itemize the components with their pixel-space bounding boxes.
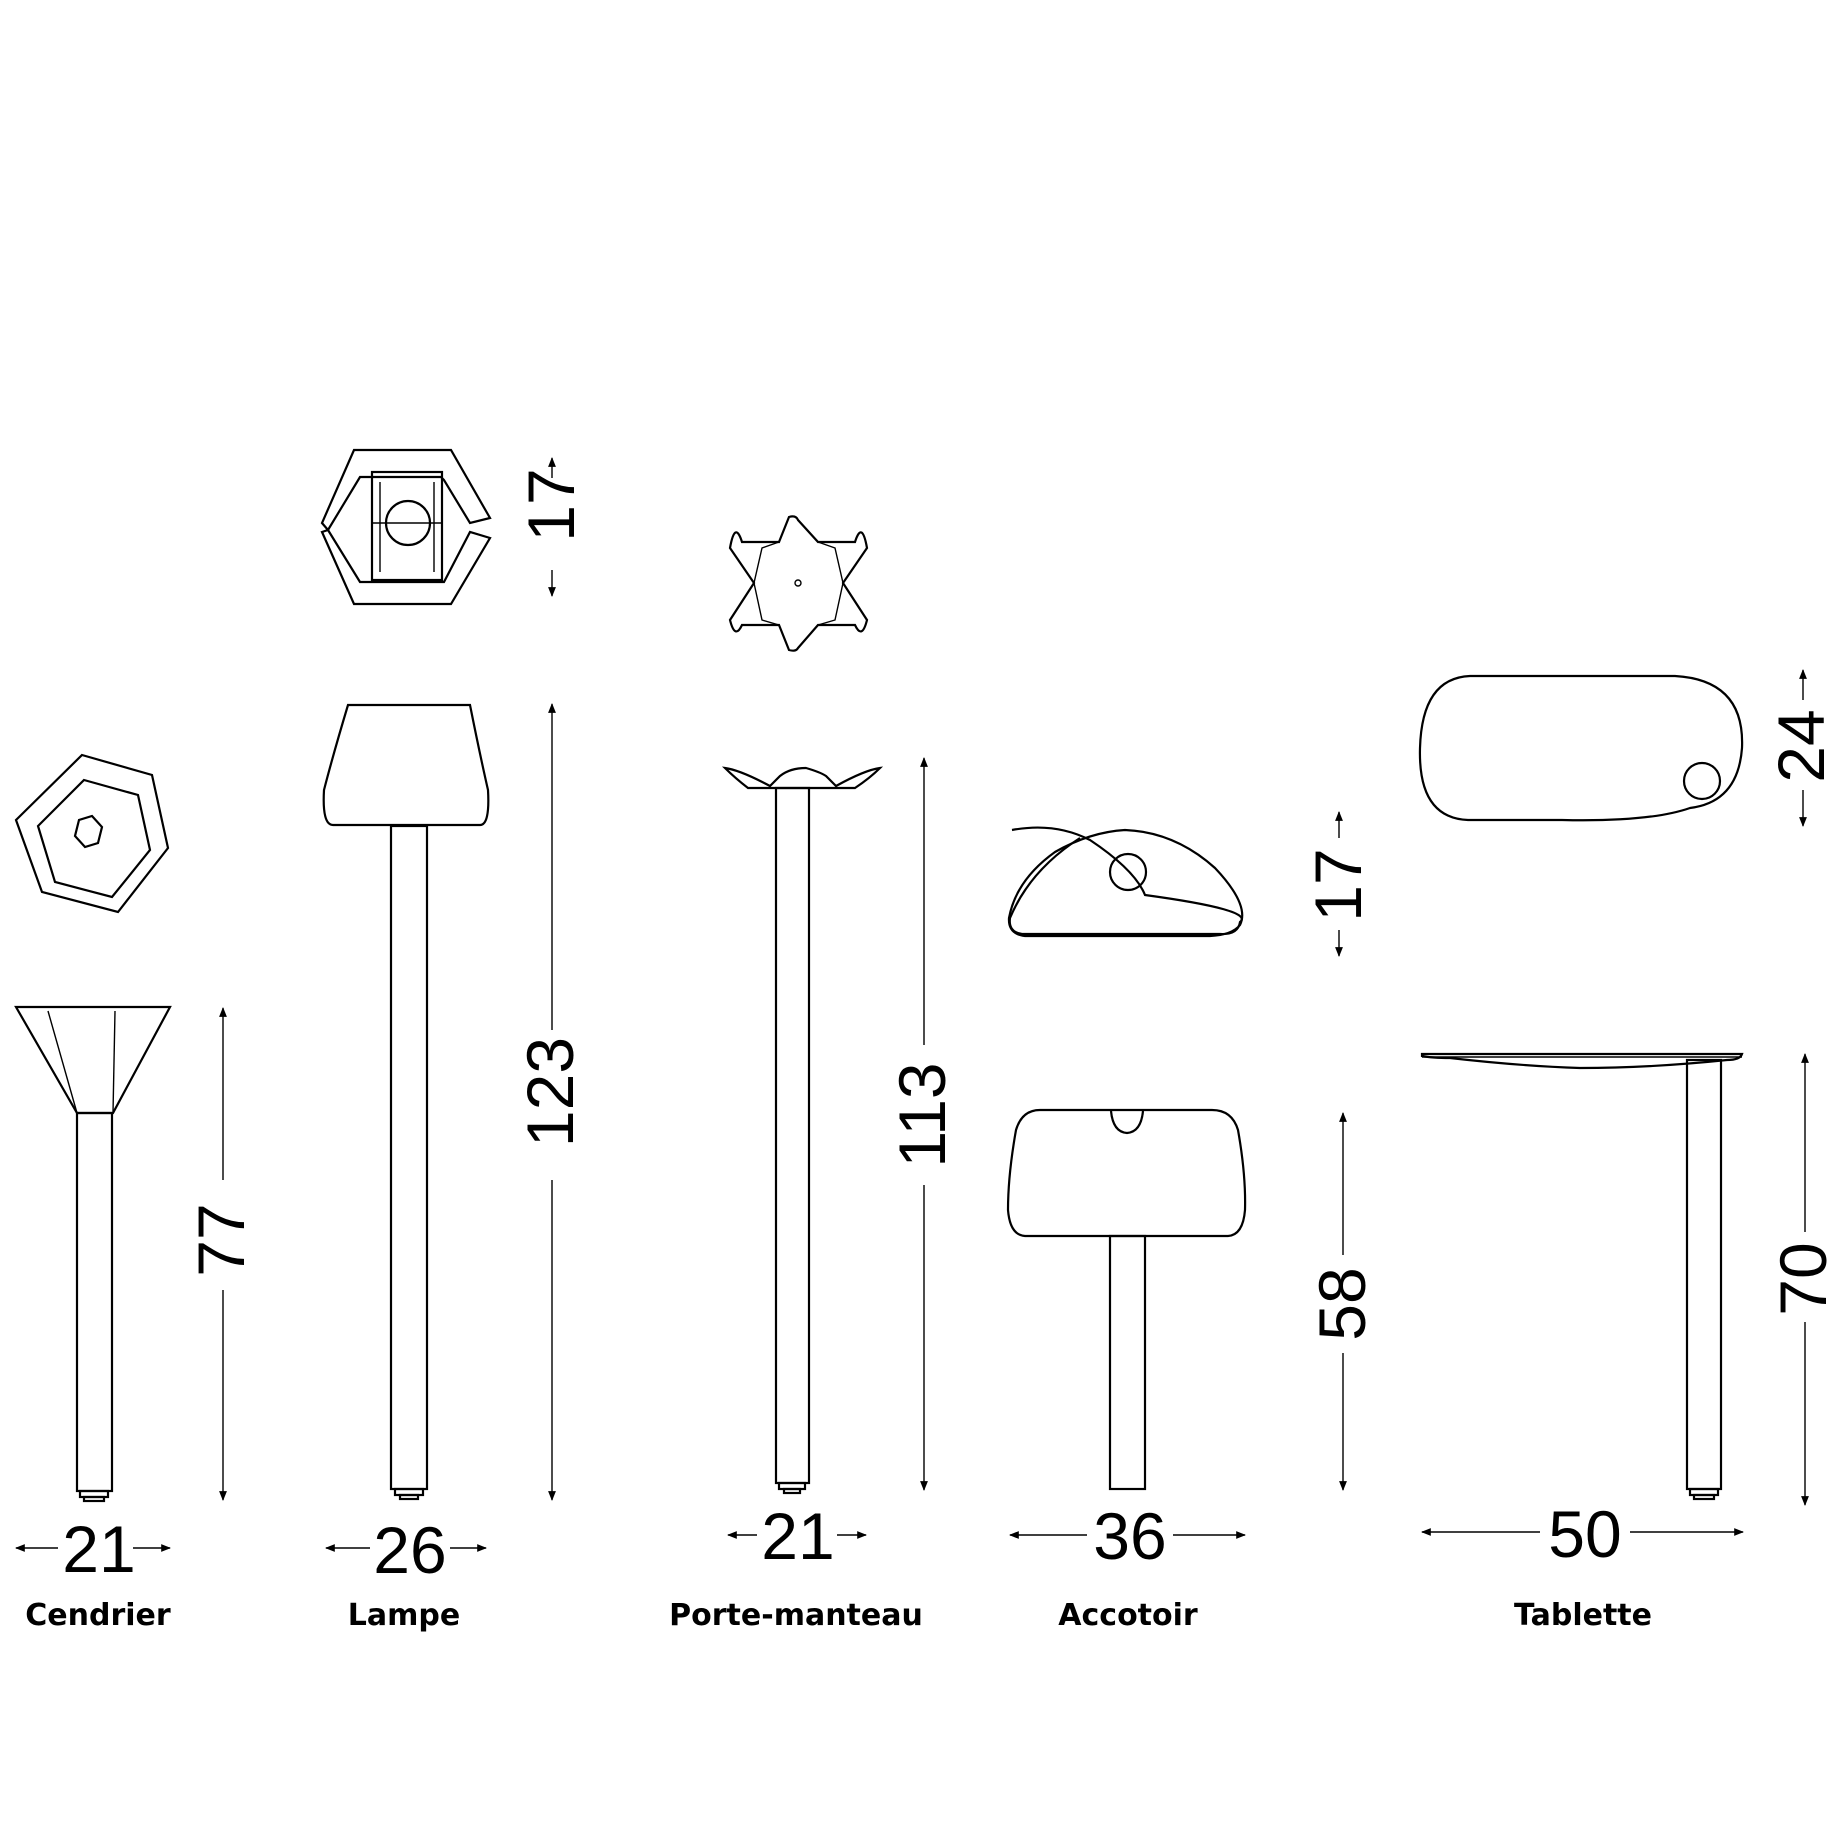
porte-manteau-height-value: 113 — [885, 1062, 959, 1167]
accotoir-width-value: 36 — [1093, 1499, 1166, 1573]
cendrier-label: Cendrier — [25, 1598, 171, 1633]
accotoir-depth-value: 17 — [1301, 848, 1375, 921]
lampe-side-view — [322, 703, 490, 1501]
tablette-depth-value: 24 — [1764, 709, 1838, 782]
porte-manteau-label: Porte-manteau — [669, 1598, 923, 1633]
cendrier-top-view — [14, 753, 170, 914]
lampe-label: Lampe — [348, 1598, 460, 1633]
accotoir-group: 17 58 36 Accotoir — [1006, 811, 1379, 1633]
cendrier-height-value: 77 — [184, 1203, 258, 1276]
porte-manteau-top-view — [728, 515, 869, 652]
lampe-top-view — [320, 448, 492, 606]
lampe-group: 17 123 26 Lampe — [320, 448, 588, 1633]
accotoir-height-value: 58 — [1305, 1267, 1379, 1340]
cendrier-width-value: 21 — [62, 1512, 135, 1586]
porte-manteau-group: 113 21 Porte-manteau — [669, 515, 959, 1633]
porte-manteau-width-value: 21 — [761, 1499, 834, 1573]
tablette-side-view — [1420, 1052, 1744, 1501]
tablette-group: 24 70 50 Tablette — [1418, 669, 1840, 1633]
cendrier-group: 77 21 Cendrier — [14, 753, 258, 1633]
tablette-label: Tablette — [1514, 1598, 1652, 1633]
accotoir-label: Accotoir — [1058, 1598, 1198, 1633]
tablette-top-view — [1418, 674, 1744, 822]
cendrier-side-view — [14, 1005, 172, 1503]
lampe-depth-value: 17 — [514, 468, 588, 541]
lampe-height-value: 123 — [513, 1037, 587, 1147]
tablette-width-value: 50 — [1548, 1497, 1621, 1571]
accotoir-top-view — [1007, 826, 1244, 938]
lampe-width-value: 26 — [373, 1513, 446, 1587]
porte-manteau-side-view — [721, 766, 884, 1495]
tablette-height-value: 70 — [1766, 1242, 1840, 1315]
accotoir-side-view — [1006, 1108, 1247, 1491]
